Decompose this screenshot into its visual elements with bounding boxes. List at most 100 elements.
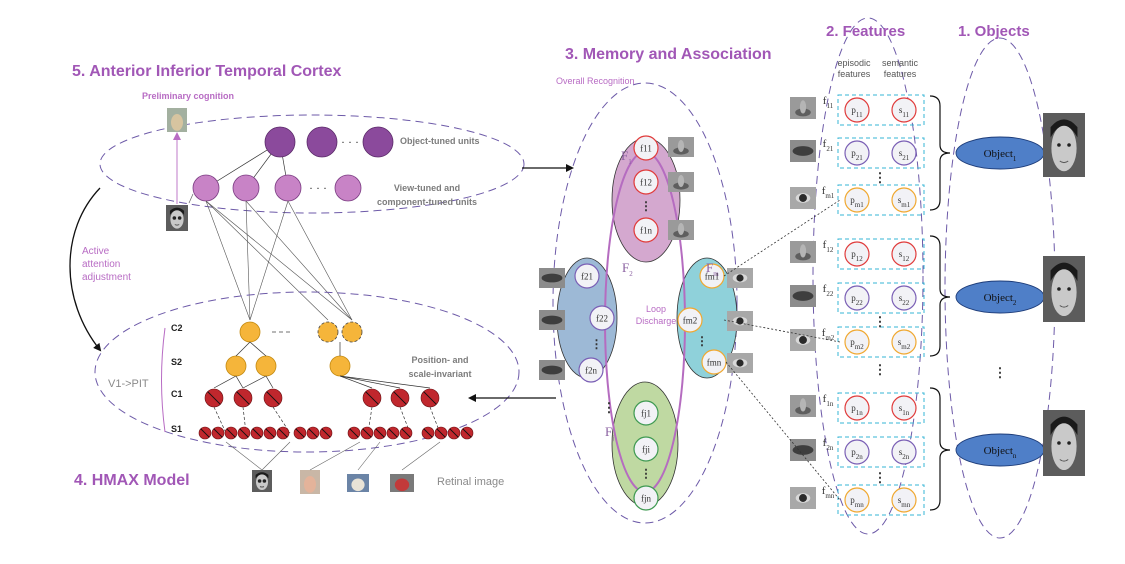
vertical-ellipsis: ⋮ xyxy=(994,365,1007,380)
feature-row-label: f12 xyxy=(823,239,834,254)
semantic-feature-label: s2n xyxy=(899,447,910,461)
feature-row-box xyxy=(837,238,925,270)
semantic-feature-label: smn xyxy=(898,495,911,509)
unit-stroke xyxy=(423,391,437,405)
unit-stroke xyxy=(308,428,318,438)
unit-stroke xyxy=(401,428,411,438)
photo-detail xyxy=(171,114,183,131)
photo-detail xyxy=(1050,262,1078,282)
feature-row-label: fmn xyxy=(822,485,835,500)
feature-row-box xyxy=(837,94,925,126)
vertical-ellipsis: ⋮ xyxy=(874,470,887,485)
photo-detail xyxy=(677,140,685,152)
feature-node-label: f22 xyxy=(596,314,608,324)
feature-row-box xyxy=(837,436,925,468)
episodic-feature-label: pm1 xyxy=(850,195,864,209)
episodic-feature-node xyxy=(844,329,870,355)
semantic-feature-node xyxy=(891,97,917,123)
semantic-feature-node xyxy=(891,395,917,421)
retinal-connector xyxy=(261,441,291,471)
photo-detail xyxy=(1059,459,1069,462)
feature-row-image xyxy=(790,329,816,351)
label-object-tuned-units: Object-tuned units xyxy=(400,136,480,146)
group-label: F1 xyxy=(621,148,632,166)
photo-detail xyxy=(1059,305,1069,308)
photo-detail xyxy=(541,273,563,283)
photo-detail xyxy=(1051,422,1077,471)
semantic-feature-node xyxy=(891,241,917,267)
s2-unit xyxy=(255,355,277,377)
object-label: Object2 xyxy=(984,292,1017,307)
unit-stroke xyxy=(388,428,398,438)
unit-stroke xyxy=(295,428,305,438)
photo-detail xyxy=(1057,441,1061,445)
label-episodic-features: episodic features xyxy=(837,58,871,79)
label-v1-pit: V1->PIT xyxy=(108,378,149,390)
hmax-connector xyxy=(235,341,251,357)
hmax-region-ellipse xyxy=(94,291,520,453)
c2-unit xyxy=(317,321,339,343)
feature-image xyxy=(727,268,753,288)
group-label: Fm xyxy=(706,260,719,278)
vertical-ellipsis: ⋮ xyxy=(591,337,603,351)
unit-stroke xyxy=(236,391,250,405)
feature-row-label: fm1 xyxy=(822,185,835,200)
feature-row-box xyxy=(837,184,925,216)
group-label: Fj xyxy=(605,424,614,442)
feature-node-label: f11 xyxy=(640,144,652,154)
ellipsis: · · · xyxy=(341,135,359,149)
feature-brace xyxy=(929,387,951,511)
photo-detail xyxy=(799,244,807,258)
vertical-ellipsis: ⋮ xyxy=(603,400,616,415)
unit-stroke xyxy=(252,428,262,438)
title-memory: 3. Memory and Association xyxy=(565,46,772,63)
feature-row-image xyxy=(790,439,816,461)
photo-detail xyxy=(262,479,267,483)
feature-row-image xyxy=(790,140,816,162)
unit-stroke xyxy=(265,428,275,438)
semantic-feature-label: sm1 xyxy=(898,195,911,209)
photo-detail xyxy=(736,317,744,325)
retinal-person-image xyxy=(300,470,320,494)
view-tuned-unit xyxy=(232,174,260,202)
photo-detail xyxy=(351,478,365,492)
retinal-connector xyxy=(225,441,263,471)
photo-detail xyxy=(1050,119,1078,138)
semantic-feature-label: s12 xyxy=(899,249,910,263)
photo-detail xyxy=(1067,287,1071,291)
retinal-face-image xyxy=(252,470,272,492)
retinal-car-image xyxy=(390,474,414,492)
unit-stroke xyxy=(278,428,288,438)
feature-row-label: f21 xyxy=(823,138,834,153)
photo-detail xyxy=(799,398,807,412)
episodic-feature-node xyxy=(844,285,870,311)
unit-stroke xyxy=(375,428,385,438)
photo-detail xyxy=(792,445,814,455)
association-dotted-line xyxy=(725,361,841,501)
feature-row-label: f22 xyxy=(823,283,834,298)
hmax-connector xyxy=(242,375,267,389)
feature-node-label: fji xyxy=(642,445,650,455)
episodic-feature-label: pmn xyxy=(850,495,864,509)
feature-row-label: f1n xyxy=(823,393,834,408)
vertical-ellipsis: ⋮ xyxy=(874,170,887,185)
semantic-feature-node xyxy=(891,285,917,311)
episodic-feature-node xyxy=(844,395,870,421)
feature-image xyxy=(668,172,694,192)
episodic-feature-node xyxy=(844,487,870,513)
photo-detail xyxy=(1067,441,1071,445)
photo-detail xyxy=(256,474,268,491)
layer-label-s2: S2 xyxy=(171,357,183,367)
feature-image xyxy=(539,268,565,288)
episodic-feature-node xyxy=(844,140,870,166)
view-tuned-unit xyxy=(334,174,362,202)
photo-detail xyxy=(1051,268,1077,317)
photo-detail xyxy=(304,476,316,493)
episodic-feature-label: pm2 xyxy=(850,337,864,351)
unit-stroke xyxy=(365,391,379,405)
photo-detail xyxy=(1057,143,1061,147)
feature-image xyxy=(668,137,694,157)
s2-unit xyxy=(225,355,247,377)
photo-detail xyxy=(1051,125,1077,172)
feature-node xyxy=(633,436,659,462)
